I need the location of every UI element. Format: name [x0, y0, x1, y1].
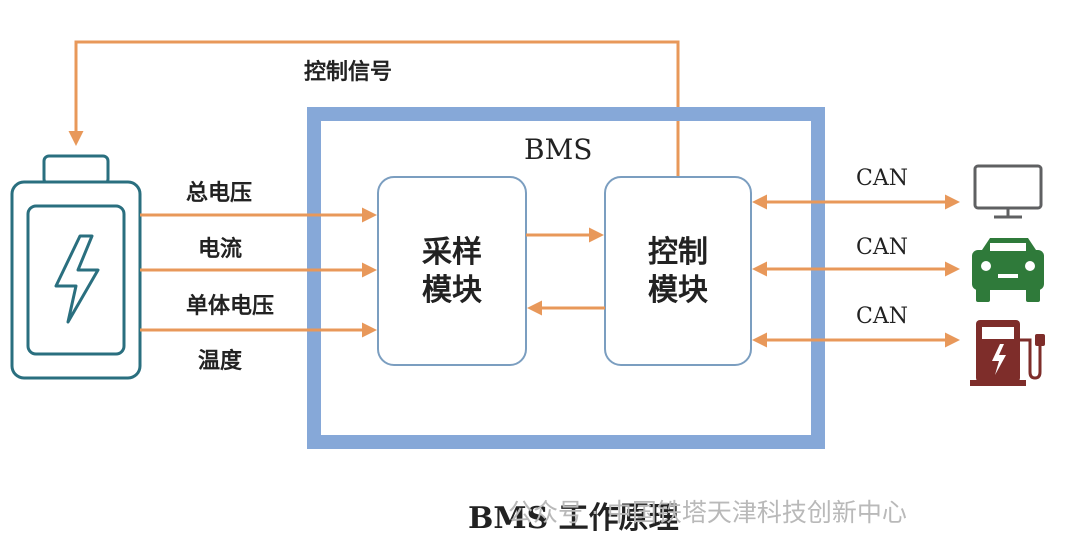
- can-label-1: CAN: [856, 166, 908, 191]
- charging-station-icon: [970, 320, 1045, 386]
- caption-title: BMS 工作原理: [468, 501, 679, 536]
- control-module-line2: 模块: [648, 273, 708, 308]
- watermark: 公众号 · 中国铁塔天津科技创新中心: [508, 498, 907, 527]
- can-label-2: CAN: [856, 235, 908, 260]
- control-module-line1: 控制: [648, 235, 708, 270]
- input-label-total-voltage: 总电压: [186, 180, 252, 206]
- car-icon: [972, 238, 1044, 302]
- sampling-module-line1: 采样: [422, 235, 482, 270]
- control-module: [604, 176, 752, 366]
- input-label-current: 电流: [198, 236, 242, 262]
- can-label-3: CAN: [856, 304, 908, 329]
- input-label-cell-voltage: 单体电压: [186, 294, 274, 319]
- sampling-module-line2: 模块: [422, 273, 482, 308]
- bms-label: BMS: [524, 133, 592, 166]
- sampling-module: [377, 176, 527, 366]
- battery-icon: [10, 154, 142, 380]
- monitor-icon: [973, 164, 1043, 219]
- input-label-temperature: 温度: [198, 348, 243, 374]
- bms-frame: [307, 107, 825, 449]
- control-signal-label: 控制信号: [304, 59, 392, 85]
